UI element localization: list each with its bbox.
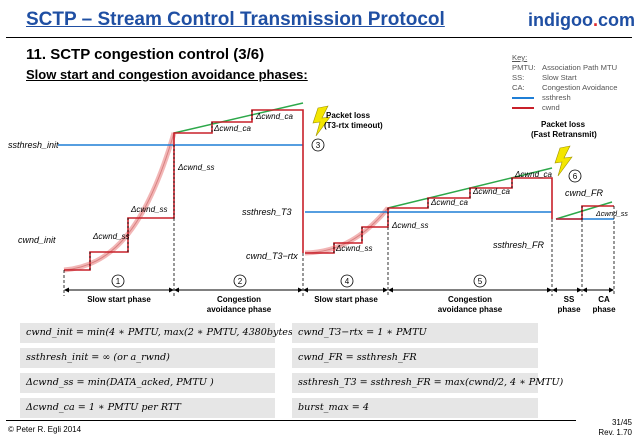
event-label: Packet loss bbox=[326, 111, 371, 120]
key-item-ss: SS:Slow Start bbox=[512, 73, 577, 82]
phase-2-label: Congestion bbox=[217, 295, 261, 304]
phase-4-label: Congestion bbox=[448, 295, 492, 304]
marker-5-label: 5 bbox=[478, 277, 483, 286]
formula-cwnd-t3rtx: cwnd_T3−rtx = 1 ∗ PMTU bbox=[292, 323, 538, 343]
ca-line-3 bbox=[555, 201, 613, 220]
slide-subtitle: Slow start and congestion avoidance phas… bbox=[26, 67, 308, 82]
ssthresh-swatch bbox=[512, 97, 534, 99]
delta-ca-label: Δcwnd_ca bbox=[514, 170, 552, 179]
marker-6 bbox=[568, 169, 582, 183]
logo-tld: com bbox=[598, 10, 636, 30]
cwnd-init-label: cwnd_init bbox=[18, 235, 56, 245]
marker-1 bbox=[111, 274, 125, 288]
cwnd-swatch bbox=[512, 107, 534, 109]
ssthresh-init-label: ssthresh_init bbox=[8, 140, 59, 150]
ca-line-1 bbox=[173, 102, 304, 134]
event-label: Packet loss bbox=[541, 120, 586, 129]
marker-4-label: 4 bbox=[345, 277, 350, 286]
lightning-icon bbox=[312, 105, 331, 137]
cwnd-steps-3 bbox=[556, 205, 614, 220]
delta-ss-label: Δcwnd_ss bbox=[391, 221, 429, 230]
ss-curve-1 bbox=[63, 132, 177, 273]
formula-cwnd-fr: cwnd_FR = ssthresh_FR bbox=[292, 348, 538, 368]
event-sub: (T3-rtx timeout) bbox=[324, 121, 383, 130]
cwnd-fr-label: cwnd_FR bbox=[565, 188, 604, 198]
marker-1-label: 1 bbox=[116, 277, 121, 286]
key-item-pmtu: PMTU:Association Path MTU bbox=[512, 63, 618, 72]
phase-5-label-2: phase bbox=[557, 305, 581, 314]
delta-ca-label: Δcwnd_ca bbox=[255, 112, 293, 121]
formula-burst-max: burst_max = 4 bbox=[292, 398, 538, 418]
delta-ca-label: Δcwnd_ca bbox=[472, 187, 510, 196]
marker-2 bbox=[233, 274, 247, 288]
ssthresh-fr-label: ssthresh_FR bbox=[493, 240, 545, 250]
slide-title: 11. SCTP congestion control (3/6) bbox=[26, 46, 265, 63]
marker-6-label: 6 bbox=[573, 172, 578, 181]
event-sub: (Fast Retransmit) bbox=[531, 130, 597, 139]
key-item-ssthresh: ssthresh bbox=[512, 93, 617, 103]
cwnd-t3rtx-label: cwnd_T3−rtx bbox=[246, 251, 298, 261]
key-heading: Key: bbox=[512, 53, 528, 62]
formula-cwnd-init: cwnd_init = min(4 ∗ PMTU, max(2 ∗ PMTU, … bbox=[20, 323, 300, 343]
formula-delta-ss: Δcwnd_ss = min(DATA_acked, PMTU ) bbox=[20, 373, 275, 393]
phase-guides bbox=[63, 206, 615, 296]
key-legend: Key: PMTU:Association Path MTU SS:Slow S… bbox=[512, 53, 617, 113]
phase-1-label: Slow start phase bbox=[87, 295, 151, 304]
header-title: SCTP – Stream Control Transmission Proto… bbox=[26, 9, 445, 30]
marker-5 bbox=[473, 274, 487, 288]
key-item-cwnd: cwnd bbox=[512, 103, 617, 113]
cwnd-steps-1 bbox=[64, 109, 304, 271]
delta-ss-label: Δcwnd_ss bbox=[177, 163, 215, 172]
phase-3-label: Slow start phase bbox=[314, 295, 378, 304]
delta-ca-label: Δcwnd_ca bbox=[213, 124, 251, 133]
delta-markers bbox=[89, 110, 583, 270]
key-item-ca: CA:Congestion Avoidance bbox=[512, 83, 618, 92]
formula-ssthresh-t3: ssthresh_T3 = ssthresh_FR = max(cwnd/2, … bbox=[292, 373, 563, 393]
marker-3 bbox=[311, 138, 325, 152]
delta-ss-label: Δcwnd_ss bbox=[595, 211, 628, 218]
logo-dot: . bbox=[592, 10, 598, 30]
footer-divider bbox=[6, 420, 576, 421]
marker-4 bbox=[340, 274, 354, 288]
footer-copyright: © Peter R. Egli 2014 bbox=[8, 425, 82, 434]
marker-2-label: 2 bbox=[238, 277, 243, 286]
brand-logo: indigoo.com bbox=[528, 10, 635, 31]
ssthresh-t3-label: ssthresh_T3 bbox=[242, 207, 292, 217]
formula-ssthresh-init: ssthresh_init = ∞ (or a_rwnd) bbox=[20, 348, 275, 368]
phase-4-label-2: avoidance phase bbox=[438, 305, 503, 314]
logo-main: indigoo bbox=[528, 10, 593, 30]
delta-ss-label: Δcwnd_ss bbox=[335, 244, 373, 253]
phase-6-label: CA bbox=[598, 295, 610, 304]
lightning-icon bbox=[554, 145, 573, 177]
phase-2-label-2: avoidance phase bbox=[207, 305, 272, 314]
formula-delta-ca: Δcwnd_ca = 1 ∗ PMTU per RTT bbox=[20, 398, 275, 418]
phase-6-label-2: phase bbox=[592, 305, 616, 314]
phase-5-label: SS bbox=[564, 295, 575, 304]
delta-ca-label: Δcwnd_ca bbox=[430, 198, 468, 207]
delta-ss-label: Δcwnd_ss bbox=[92, 232, 130, 241]
marker-3-label: 3 bbox=[316, 141, 321, 150]
header-divider bbox=[6, 37, 632, 38]
delta-ss-label: Δcwnd_ss bbox=[130, 205, 168, 214]
